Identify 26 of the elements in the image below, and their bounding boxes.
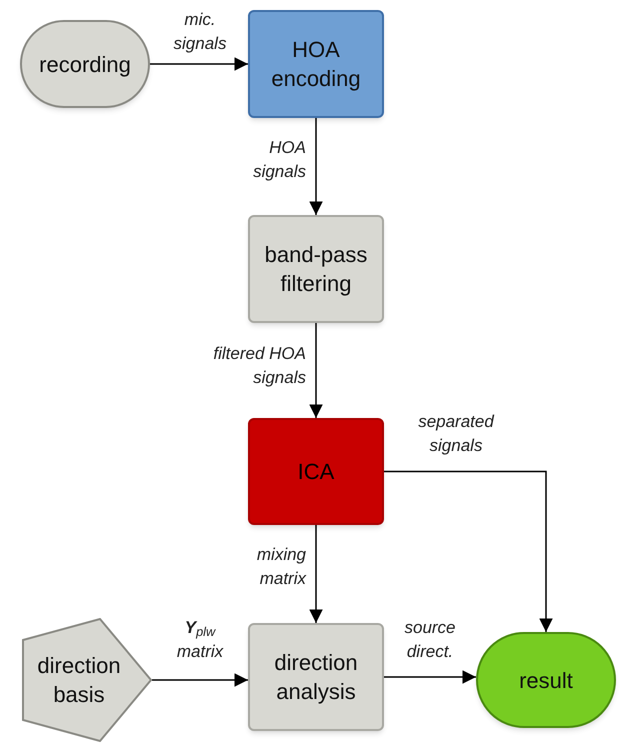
process-box [248,215,384,323]
edge-label: source direct. [403,617,457,663]
arrow [150,57,248,71]
input-pentagon [22,618,152,742]
node-label: direction basis [36,652,122,709]
node-label: band-pass filtering [264,241,368,298]
arrow [309,323,323,418]
node-label: recording [38,50,132,78]
node-label: HOA encoding [270,36,362,93]
edge-label: mixing matrix [256,544,306,590]
edge-label: HOA signals [252,137,306,183]
edge-label: mic. signals [172,9,228,55]
edge-label: separated signals [417,411,496,457]
arrow [384,470,553,632]
arrow [152,673,248,687]
edge-label: filtered HOA signals [212,343,306,389]
edge-label: Y$_{plw}$ matrix [176,617,224,663]
arrow [309,525,323,623]
node-label: direction analysis [273,649,359,706]
node-label: ICA [296,458,336,486]
arrow [384,670,476,684]
node-label: result [518,666,574,694]
process-box [248,10,384,118]
process-box [248,418,384,525]
arrow [309,118,323,215]
process-box [248,623,384,731]
